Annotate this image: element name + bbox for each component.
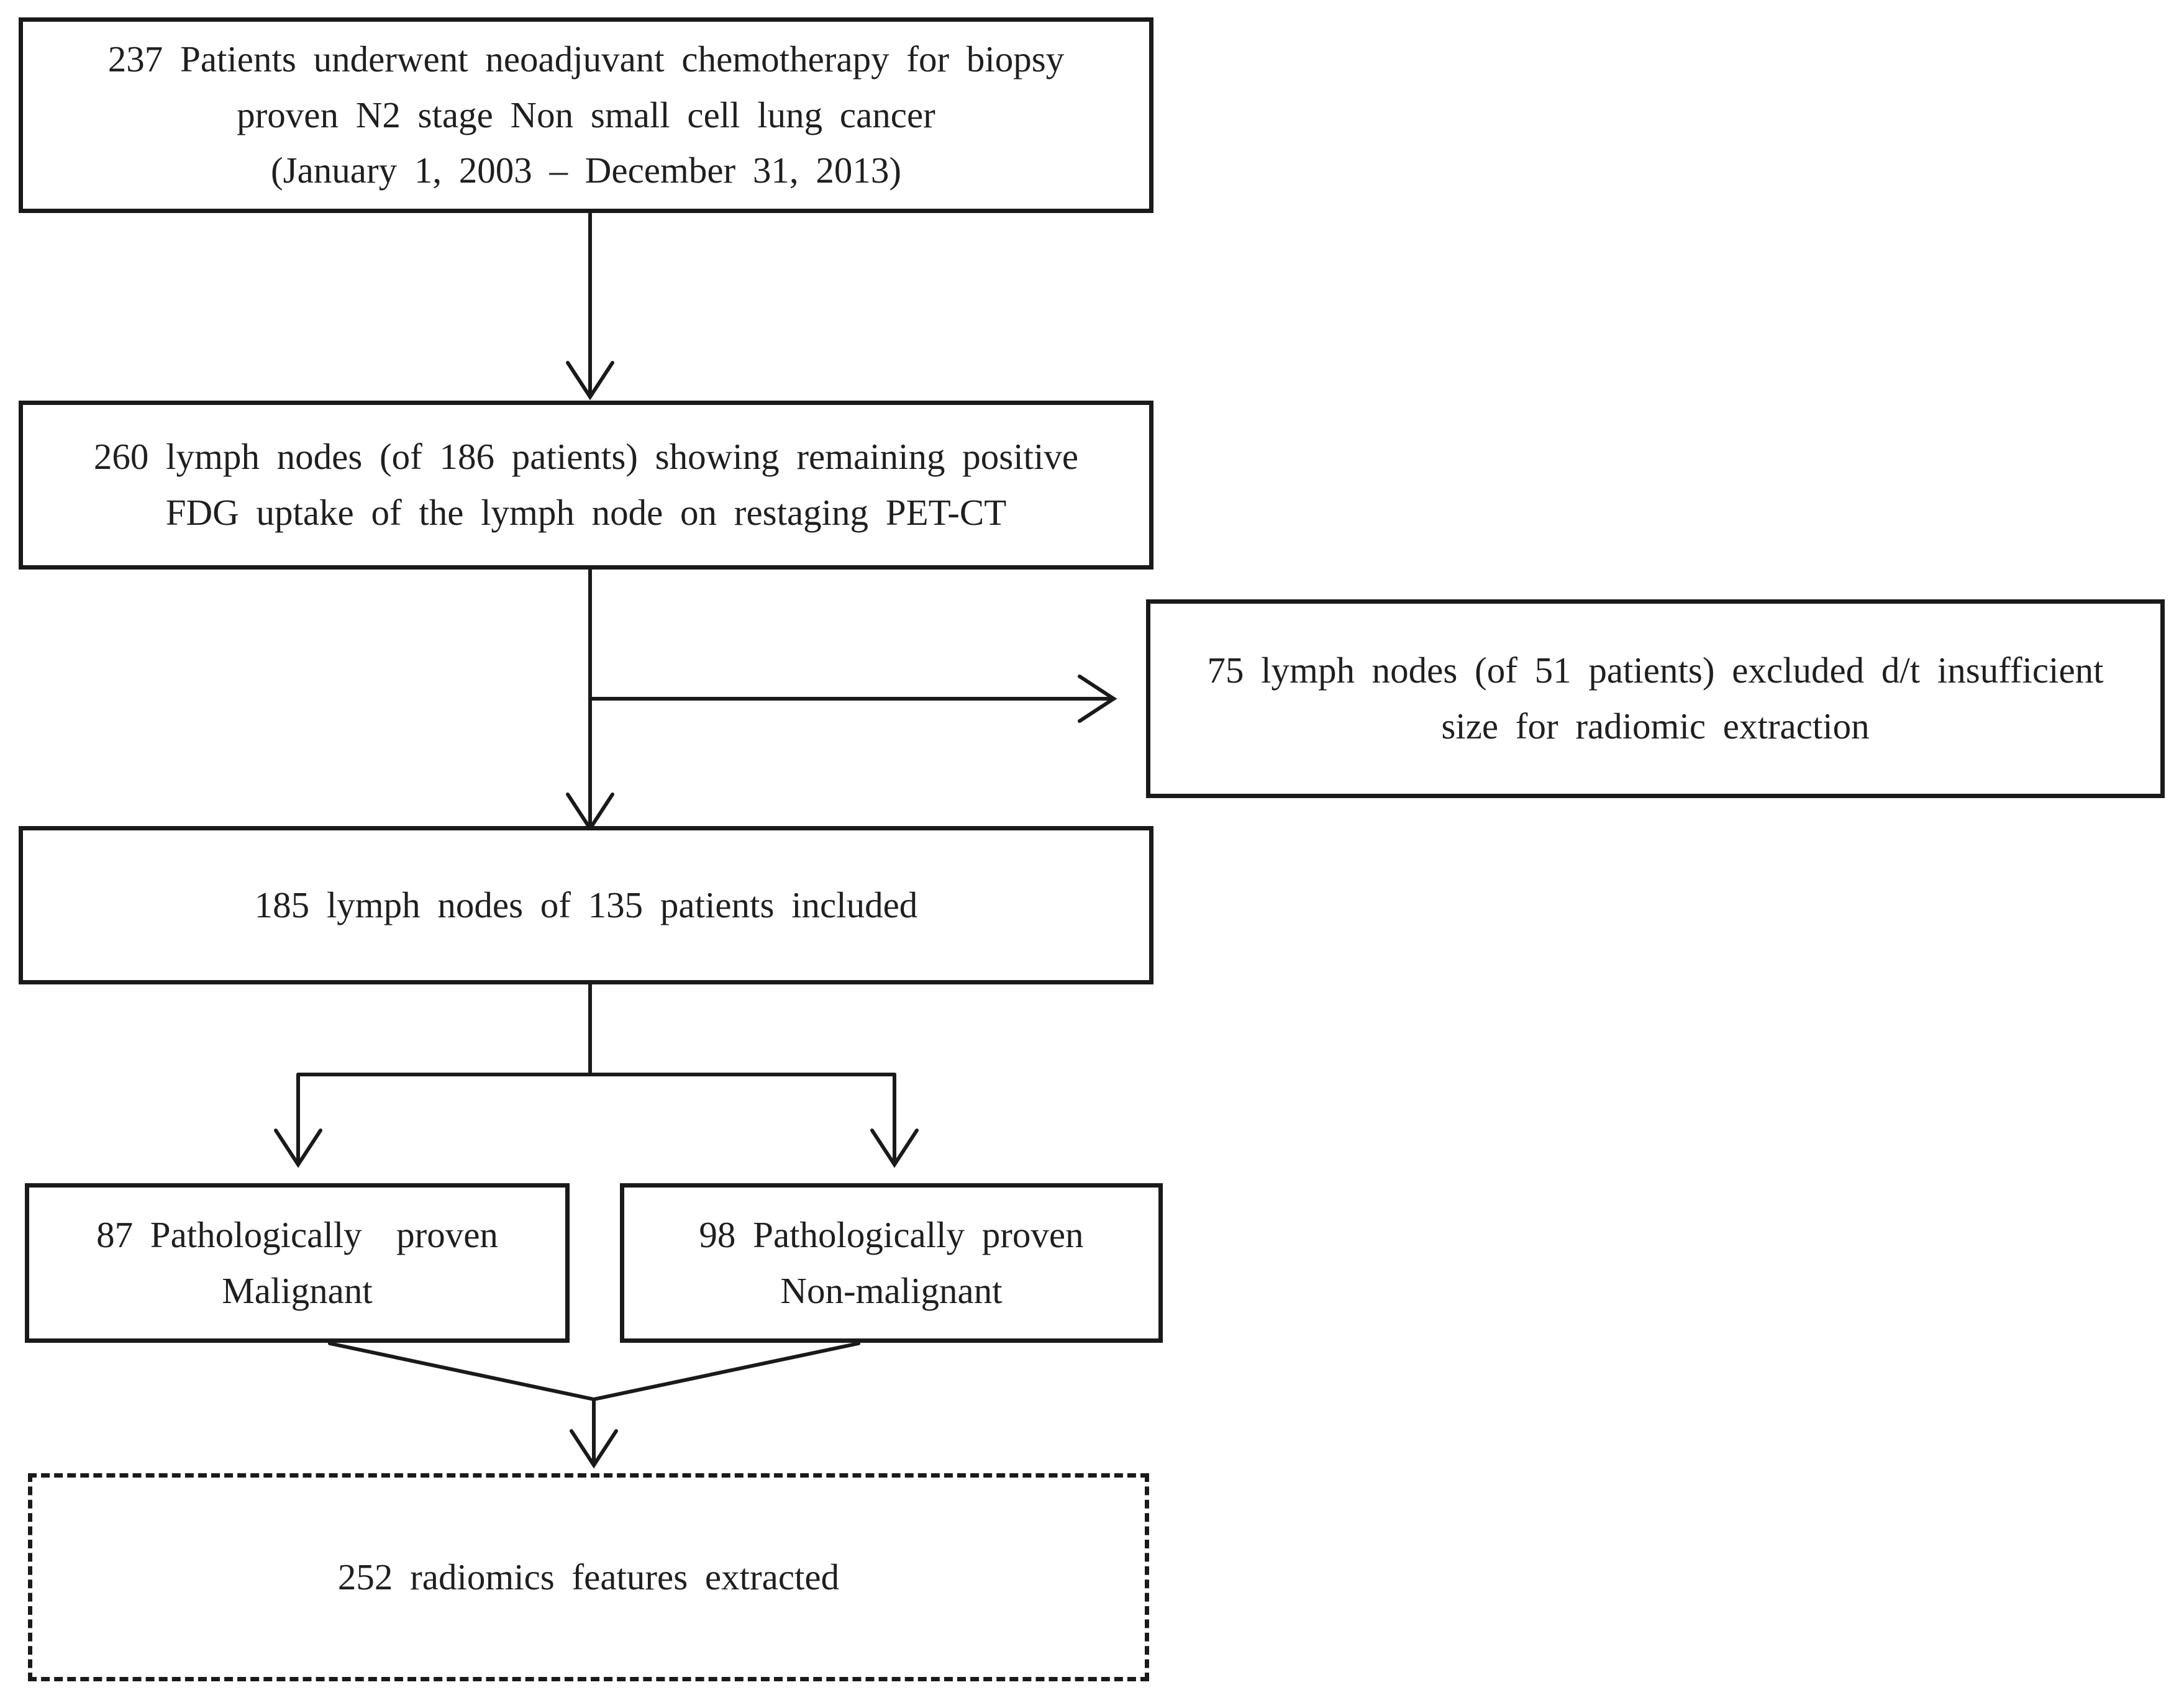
radiomics-features-text: 252 radiomics features extracted bbox=[337, 1556, 840, 1597]
arrowhead-merge-to-radiomics bbox=[570, 1429, 618, 1469]
arrowhead-branch-to-excluded bbox=[1078, 675, 1117, 723]
flow-box-initial-cohort: 237 Patients underwent neoadjuvant chemo… bbox=[19, 17, 1153, 213]
arrowhead-initial-to-pet bbox=[566, 361, 614, 401]
initial-cohort-text: 237 Patients underwent neoadjuvant chemo… bbox=[107, 38, 1065, 191]
flow-box-radiomics-features: 252 radiomics features extracted bbox=[28, 1473, 1149, 1681]
flow-box-included-nodes: 185 lymph nodes of 135 patients included bbox=[19, 826, 1153, 984]
flow-box-non-malignant: 98 Pathologically proven Non-malignant bbox=[620, 1183, 1163, 1343]
connector-nonmalignant-to-merge bbox=[592, 1342, 860, 1401]
malignant-text: 87 Pathologically proven Malignant bbox=[96, 1214, 498, 1311]
included-nodes-text: 185 lymph nodes of 135 patients included bbox=[254, 884, 918, 925]
flow-box-pet-positive-nodes: 260 lymph nodes (of 186 patients) showin… bbox=[19, 401, 1153, 570]
flow-box-excluded-nodes: 75 lymph nodes (of 51 patients) excluded… bbox=[1146, 599, 2165, 798]
excluded-nodes-text: 75 lymph nodes (of 51 patients) excluded… bbox=[1207, 650, 2104, 747]
flow-box-malignant: 87 Pathologically proven Malignant bbox=[25, 1183, 570, 1343]
pet-positive-nodes-text: 260 lymph nodes (of 186 patients) showin… bbox=[93, 436, 1079, 533]
arrowhead-split-to-malignant bbox=[274, 1129, 322, 1168]
non-malignant-text: 98 Pathologically proven Non-malignant bbox=[699, 1214, 1084, 1311]
connector-malignant-to-merge bbox=[328, 1342, 596, 1401]
arrowhead-split-to-nonmalignant bbox=[870, 1129, 919, 1168]
